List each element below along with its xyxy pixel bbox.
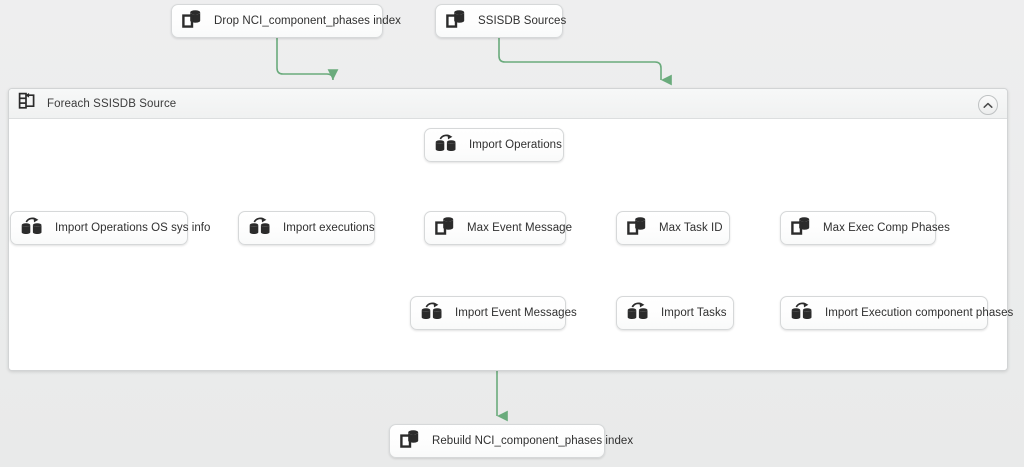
foreach-loop-icon: [18, 92, 37, 115]
container-header[interactable]: Foreach SSISDB Source: [9, 89, 1007, 119]
data-flow-task-icon: [20, 216, 44, 241]
task-node-import-operations-os-sys-info[interactable]: Import Operations OS sys info: [10, 211, 210, 245]
task-node-label: Import Operations: [469, 139, 562, 151]
connector-drop-index-to-import-operations: [276, 38, 344, 86]
data-flow-task-icon: [248, 216, 272, 241]
chevron-up-icon[interactable]: [978, 95, 998, 115]
task-node-label: Import Event Messages: [455, 307, 577, 319]
execute-sql-task-icon: [445, 9, 467, 34]
task-node-import-execution-component-phases[interactable]: Import Execution component phases: [780, 296, 1013, 330]
task-node-label: SSISDB Sources: [478, 15, 567, 27]
task-node-label: Import Tasks: [661, 307, 727, 319]
task-node-label: Rebuild NCI_component_phases index: [432, 435, 634, 447]
task-node-import-operations[interactable]: Import Operations: [424, 128, 564, 162]
task-node-max-event-message[interactable]: Max Event Message: [424, 211, 572, 245]
task-node-label: Max Task ID: [659, 222, 723, 234]
task-node-import-executions[interactable]: Import executions: [238, 211, 375, 245]
task-node-ssisdb-sources[interactable]: SSISDB Sources: [435, 4, 567, 38]
task-node-import-tasks[interactable]: Import Tasks: [616, 296, 734, 330]
execute-sql-task-icon: [181, 9, 203, 34]
task-node-label: Max Exec Comp Phases: [823, 222, 950, 234]
data-flow-task-icon: [420, 301, 444, 326]
task-node-max-task-id[interactable]: Max Task ID: [616, 211, 730, 245]
task-node-rebuild-nci-index[interactable]: Rebuild NCI_component_phases index: [389, 424, 633, 458]
execute-sql-task-icon: [790, 216, 812, 241]
data-flow-task-icon: [434, 133, 458, 158]
task-node-import-event-messages[interactable]: Import Event Messages: [410, 296, 577, 330]
task-node-label: Import executions: [283, 222, 375, 234]
task-node-max-exec-comp-phases[interactable]: Max Exec Comp Phases: [780, 211, 950, 245]
task-node-label: Import Operations OS sys info: [55, 222, 211, 234]
task-node-label: Import Execution component phases: [825, 307, 1014, 319]
task-node-drop-nci-index[interactable]: Drop NCI_component_phases index: [171, 4, 401, 38]
execute-sql-task-icon: [434, 216, 456, 241]
connector-ssisdb-sources-to-import-operations: [498, 38, 672, 86]
execute-sql-task-icon: [626, 216, 648, 241]
data-flow-task-icon: [626, 301, 650, 326]
container-title: Foreach SSISDB Source: [47, 97, 177, 110]
task-node-label: Max Event Message: [467, 222, 573, 234]
task-node-label: Drop NCI_component_phases index: [214, 15, 401, 27]
data-flow-task-icon: [790, 301, 814, 326]
execute-sql-task-icon: [399, 429, 421, 454]
